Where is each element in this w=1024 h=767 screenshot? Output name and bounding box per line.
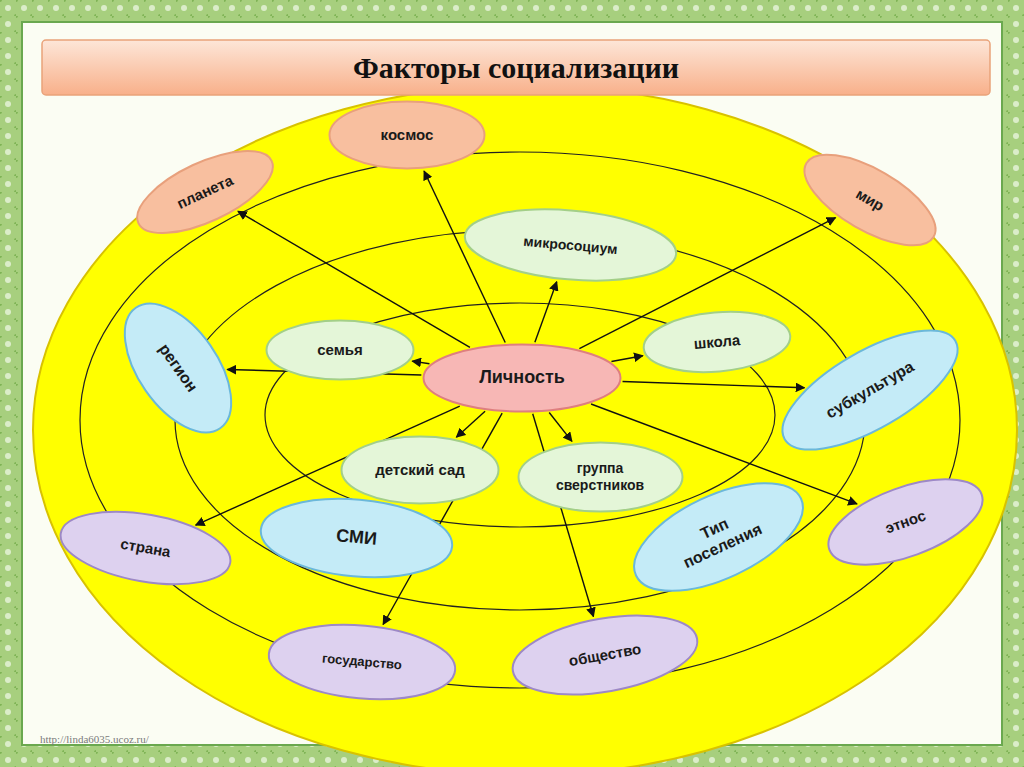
factor-ellipse: этнос — [815, 460, 995, 584]
factor-ellipse: детский сад — [340, 435, 500, 505]
node-label: СМИ — [335, 525, 377, 550]
factor-ellipse: регион — [101, 283, 254, 453]
center-ellipse: Личность — [422, 343, 622, 413]
factor-ellipse: семья — [265, 319, 415, 381]
factor-ellipse: планета — [124, 132, 286, 252]
factor-ellipse: космос — [328, 100, 486, 170]
node-label: группа сверстников — [545, 460, 655, 494]
node-label: детский сад — [375, 461, 465, 479]
arrow-connector — [549, 413, 572, 442]
arrow-connector — [535, 282, 557, 343]
factor-ellipse: общество — [505, 601, 705, 709]
title: Факторы социализации — [353, 51, 679, 85]
factor-ellipse: микросоциум — [460, 200, 680, 290]
factor-ellipse: мир — [789, 135, 951, 265]
factor-ellipse: субкультура — [763, 305, 976, 474]
node-label: Личность — [479, 367, 565, 389]
factor-ellipse: группа сверстников — [517, 441, 684, 513]
arrow-connector — [456, 411, 485, 437]
factor-ellipse: государство — [264, 616, 460, 708]
arrow-connector — [412, 361, 429, 364]
title-bar — [42, 40, 990, 95]
node-label: космос — [381, 126, 434, 144]
factor-ellipse: страна — [53, 498, 237, 597]
arrow-connector — [611, 356, 642, 362]
ring — [265, 303, 775, 527]
factor-ellipse: СМИ — [255, 490, 456, 587]
node-label: семья — [317, 341, 363, 359]
watermark: http://linda6035.ucoz.ru/ — [40, 733, 149, 745]
factor-ellipse: школа — [640, 305, 795, 380]
arrow-connector — [623, 381, 805, 387]
yellow-field — [33, 85, 1017, 767]
title-box: Факторы социализации — [42, 40, 990, 95]
